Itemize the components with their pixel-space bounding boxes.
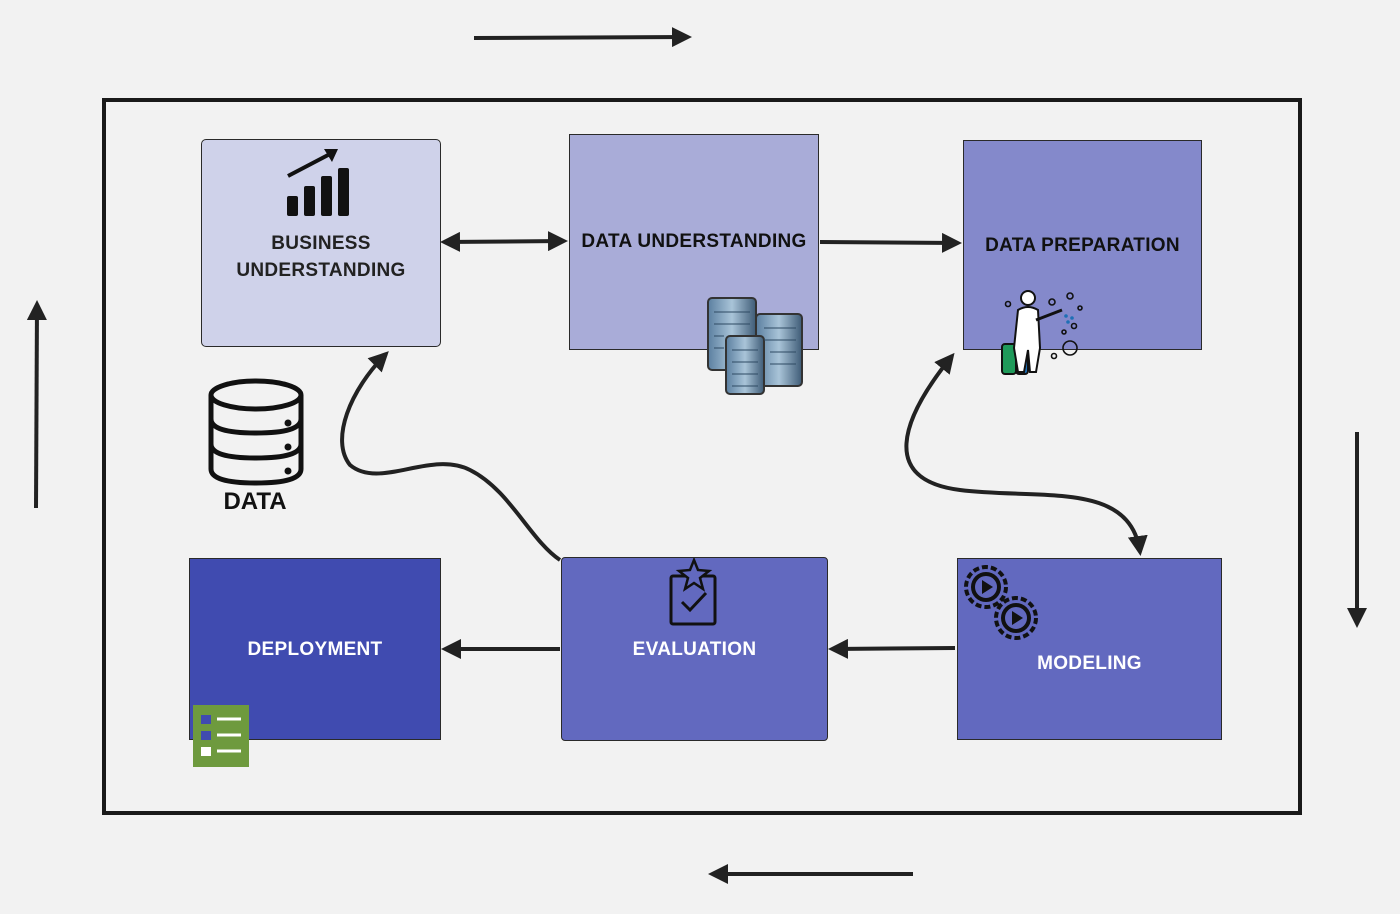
stage-label: DEPLOYMENT [247, 639, 383, 660]
database-icon [208, 378, 304, 486]
process-frame [102, 98, 1302, 815]
checklist-icon [193, 705, 249, 767]
arrow-evaluation-business [340, 351, 562, 562]
arrow-modeling-evaluation [828, 638, 956, 659]
stage-evaluation[interactable]: EVALUATION [561, 557, 828, 741]
stage-business-understanding[interactable]: BUSINESS UNDERSTANDING [201, 139, 441, 347]
arrow-preparation-modeling [904, 352, 1148, 556]
hazmat-sprayer-icon [1001, 290, 1083, 375]
stage-data-preparation[interactable]: DATA PREPARATION [963, 140, 1202, 350]
arrow-data-understanding-preparation [819, 232, 962, 253]
stage-label: DATA UNDERSTANDING [581, 231, 807, 252]
bar-chart-growth-icon [287, 149, 349, 216]
server-buildings-icon [707, 297, 803, 395]
stage-label: EVALUATION [632, 639, 757, 660]
outer-arrow-left [26, 300, 47, 509]
stage-label: MODELING [1037, 653, 1142, 674]
data-label: DATA [223, 488, 287, 515]
arrow-business-data-understanding [440, 231, 568, 252]
gears-play-icon [964, 565, 1038, 640]
stage-deployment[interactable]: DEPLOYMENT [189, 558, 441, 740]
clipboard-star-icon [669, 558, 717, 626]
stage-modeling[interactable]: MODELING [957, 558, 1222, 740]
stage-label: BUSINESS UNDERSTANDING [236, 233, 406, 281]
outer-arrow-top [473, 27, 692, 48]
stage-label: DATA PREPARATION [985, 235, 1180, 256]
